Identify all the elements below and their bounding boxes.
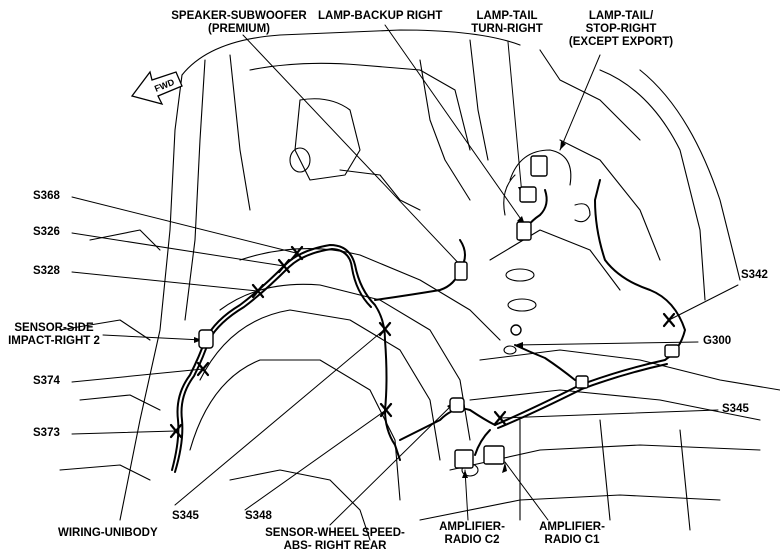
label-amplifier-radio-c1: AMPLIFIER- RADIO C1 — [539, 521, 605, 546]
ground-g300-eyelet — [510, 324, 522, 336]
side-impact-sensor-connector — [198, 329, 214, 349]
leader-lines — [71, 24, 739, 526]
label-lamp-tail-stop-right: LAMP-TAIL/ STOP-RIGHT (EXCEPT EXPORT) — [568, 10, 674, 48]
wheel-speed-connector — [449, 397, 465, 413]
label-wiring-unibody: WIRING-UNIBODY — [58, 527, 158, 539]
label-s342: S342 — [741, 269, 768, 281]
label-s345-right: S345 — [722, 403, 749, 415]
amplifier-c1-connector — [483, 445, 505, 465]
label-g300: G300 — [703, 335, 732, 347]
amplifier-c2-connector — [454, 449, 474, 469]
label-s326: S326 — [33, 226, 60, 238]
label-lamp-backup-right: LAMP-BACKUP RIGHT — [318, 10, 443, 22]
label-s368: S368 — [33, 190, 60, 202]
body-structure — [59, 29, 780, 541]
label-speaker-subwoofer: SPEAKER-SUBWOOFER (PREMIUM) — [171, 10, 307, 35]
connectors — [198, 155, 680, 469]
tail-stop-connector — [530, 155, 548, 177]
splice-marks — [169, 245, 676, 439]
backup-lamp-connector — [516, 221, 532, 241]
label-lamp-tail-turn-right: LAMP-TAIL TURN-RIGHT — [471, 10, 543, 35]
leader-arrowheads — [194, 141, 566, 478]
label-s345-left: S345 — [172, 510, 199, 522]
label-s348: S348 — [245, 510, 272, 522]
subwoofer-connector — [454, 261, 468, 281]
label-s328: S328 — [33, 265, 60, 277]
label-sensor-wheel-speed: SENSOR-WHEEL SPEED- ABS- RIGHT REAR — [265, 527, 405, 552]
label-sensor-side-impact: SENSOR-SIDE IMPACT-RIGHT 2 — [8, 322, 100, 347]
tail-turn-connector — [519, 186, 537, 203]
label-s374: S374 — [33, 375, 60, 387]
label-amplifier-radio-c2: AMPLIFIER- RADIO C2 — [439, 521, 505, 546]
label-s373: S373 — [33, 427, 60, 439]
fwd-arrow-icon: FWD — [130, 70, 183, 105]
